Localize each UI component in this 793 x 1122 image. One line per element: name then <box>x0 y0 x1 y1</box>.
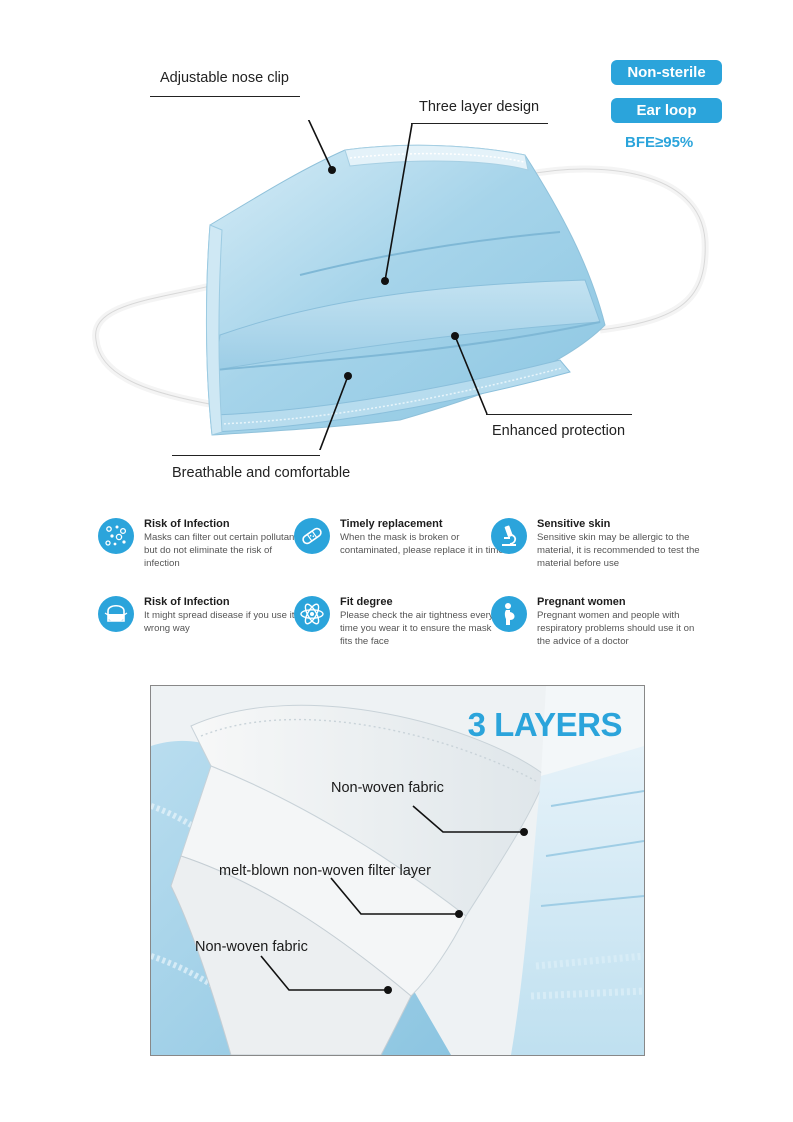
feature-description: Pregnant women and people with respirato… <box>537 610 695 647</box>
three-layer-label: Three layer design <box>419 99 540 115</box>
pregnant-woman-icon <box>491 596 527 632</box>
inner-layer-pointer <box>260 955 388 991</box>
feature-pregnant-women: Pregnant women Pregnant women and people… <box>491 596 701 660</box>
feature-description: Please check the air tightness every tim… <box>340 610 494 647</box>
middle-layer-label: melt-blown non-woven filter layer <box>219 863 431 879</box>
outer-layer-label: Non-woven fabric <box>331 780 444 796</box>
left-ear-loop-shadow <box>95 284 216 406</box>
white-layer-bottom <box>170 855 412 1055</box>
outer-layer-pointer <box>412 805 524 833</box>
breathable-label: Breathable and comfortable <box>172 465 351 481</box>
feature-risk-of-infection-2: Risk of Infection It might spread diseas… <box>98 596 308 660</box>
pleat-1 <box>299 231 561 276</box>
masked-face-icon <box>98 596 134 632</box>
bottom-binding <box>211 359 571 433</box>
blue-strip-right <box>511 746 644 1055</box>
feature-title: Risk of Infection <box>144 518 230 530</box>
breathable-rule <box>172 455 320 457</box>
feature-title: Timely replacement <box>340 518 443 530</box>
bfe-rating: BFE≥95% <box>625 134 694 151</box>
inner-layer-label: Non-woven fabric <box>195 939 308 955</box>
feature-description: When the mask is broken or contaminated,… <box>340 532 504 556</box>
three-layer-rule <box>411 123 548 125</box>
pleat-2 <box>214 321 601 371</box>
enhanced-protection-label: Enhanced protection <box>492 423 626 439</box>
middle-layer-pointer <box>330 877 459 915</box>
feature-description: Sensitive skin may be allergic to the ma… <box>537 532 700 569</box>
feature-title: Fit degree <box>340 596 393 608</box>
left-ear-loop <box>92 281 216 409</box>
three-layer-pointer <box>384 123 413 282</box>
breathable-pointer <box>319 375 349 450</box>
bandage-icon <box>294 518 330 554</box>
microscope-icon <box>491 518 527 554</box>
nose-clip-label: Adjustable nose clip <box>160 70 289 86</box>
three-layers-title: 3 LAYERS <box>467 706 623 743</box>
layers-photo <box>151 686 644 1055</box>
feature-timely-replacement: Timely replacement When the mask is brok… <box>294 518 504 582</box>
feature-risk-of-infection: Risk of Infection Masks can filter out c… <box>98 518 308 582</box>
particles-icon <box>98 518 134 554</box>
feature-title: Pregnant women <box>537 596 626 608</box>
feature-title: Risk of Infection <box>144 596 230 608</box>
nose-clip-rule <box>150 96 300 98</box>
enhanced-protection-rule <box>486 414 632 416</box>
mask-illustration <box>92 120 709 450</box>
three-layers-panel: 3 LAYERS Non-woven fabric melt-blown non… <box>150 685 645 1056</box>
ear-loop-badge: Ear loop <box>611 98 722 123</box>
feature-fit-degree: Fit degree Please check the air tightnes… <box>294 596 504 660</box>
nose-clip-pointer <box>307 120 333 171</box>
feature-description: Masks can filter out certain pollutants,… <box>144 532 305 569</box>
enhanced-pointer <box>454 335 488 415</box>
feature-description: It might spread disease if you use it in… <box>144 610 305 634</box>
feature-sensitive-skin: Sensitive skin Sensitive skin may be all… <box>491 518 701 582</box>
feature-title: Sensitive skin <box>537 518 611 530</box>
top-binding <box>344 144 529 171</box>
right-ear-loop-shadow <box>524 168 706 331</box>
non-sterile-badge: Non-sterile <box>611 60 722 85</box>
atom-icon <box>294 596 330 632</box>
